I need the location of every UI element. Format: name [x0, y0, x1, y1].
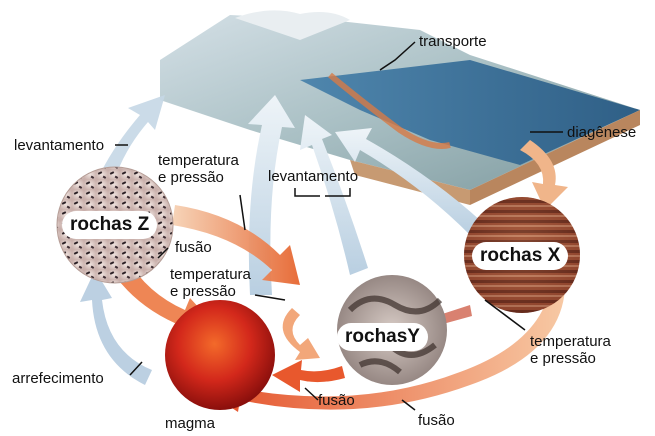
label-fusao-bottom-right: fusão	[418, 412, 455, 429]
label-temperatura-pressao-mid: temperatura e pressão	[170, 266, 251, 300]
label-temperatura-pressao-right: temperatura e pressão	[530, 333, 611, 367]
label-fusao-bottom-center: fusão	[318, 392, 355, 409]
label-fusao-left: fusão	[175, 239, 212, 256]
label-magma: magma	[165, 415, 215, 432]
label-temperatura-pressao-top: temperatura e pressão	[158, 152, 239, 186]
rocks-z-label: rochas Z	[62, 211, 157, 239]
rocks-y-label: rochasY	[337, 323, 428, 351]
magma-disc	[165, 300, 275, 410]
label-arrefecimento: arrefecimento	[12, 370, 104, 387]
label-levantamento-center: levantamento	[268, 168, 358, 185]
label-levantamento-left: levantamento	[14, 137, 104, 154]
label-diagenese: diagênese	[567, 124, 636, 141]
label-transporte: transporte	[419, 33, 487, 50]
rocks-x-label: rochas X	[472, 242, 568, 270]
